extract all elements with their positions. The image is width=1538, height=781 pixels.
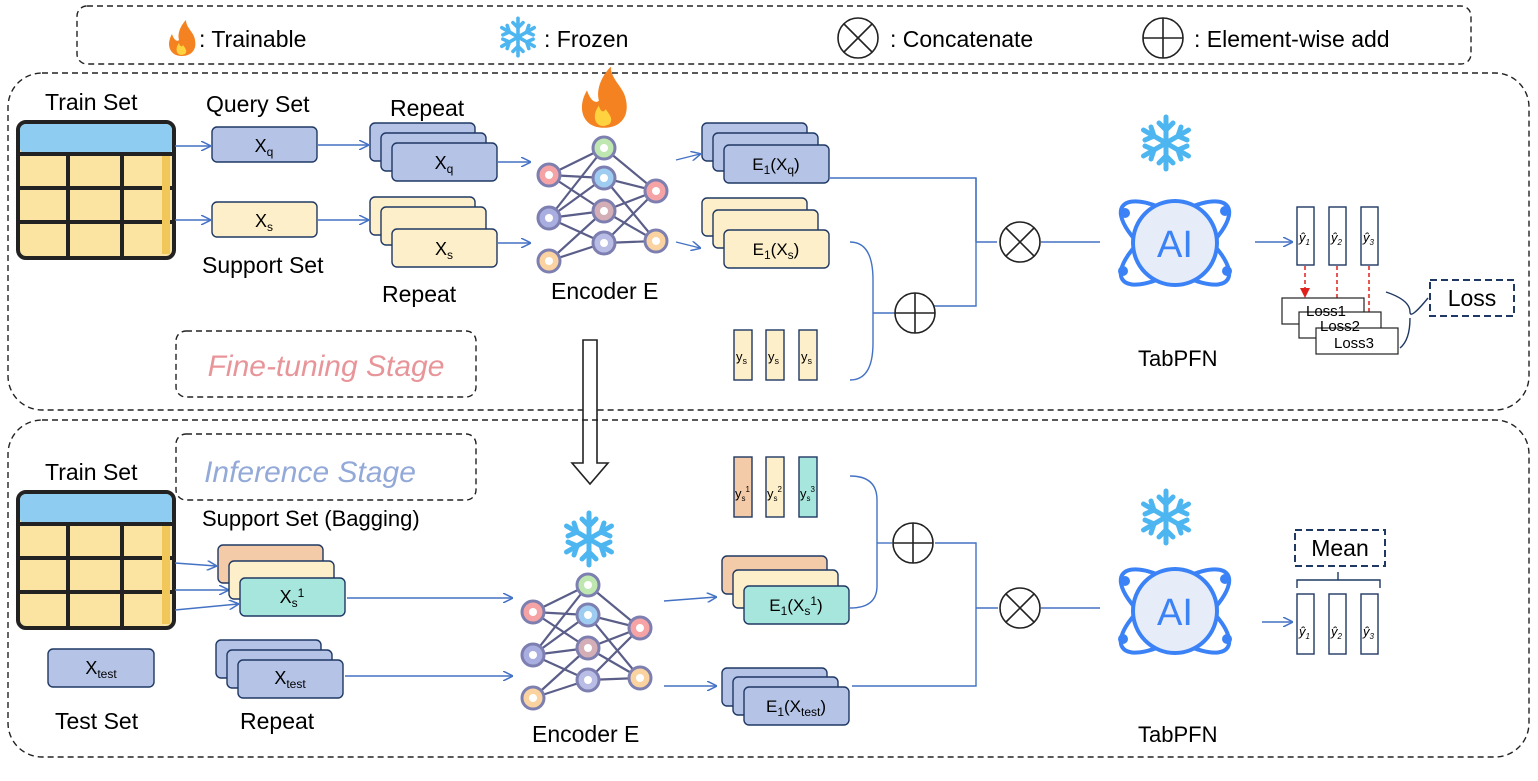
loss3-label: Loss3 (1334, 335, 1374, 352)
ys-label-2: ys (768, 349, 780, 366)
yhat-1-inference: ŷ1 (1298, 624, 1310, 641)
xq-repeat-label: Xq (435, 153, 454, 176)
finetune-model-label: TabPFN (1138, 346, 1217, 371)
finetune-encoder-label: Encoder E (551, 278, 658, 304)
loss2-label: Loss2 (1320, 318, 1360, 335)
ys-labels-finetune (733, 329, 818, 381)
e1xq-label: E1(Xq) (752, 155, 799, 177)
xs-repeat-stack (369, 196, 498, 268)
fire-icon (169, 20, 196, 56)
inference-stage-label: Inference Stage (204, 456, 416, 489)
ys-bag-3: ys3 (800, 485, 816, 503)
xq-repeat-stack (369, 122, 498, 182)
legend-element-add-label: : Element-wise add (1194, 26, 1390, 52)
e1xs1-stack (721, 555, 850, 625)
ys-bag-labels (733, 456, 818, 518)
concat-op-finetune (999, 221, 1041, 263)
loss1-label: Loss1 (1306, 303, 1346, 320)
encoder-network-icon (536, 135, 669, 274)
yhat-1-finetune: ŷ1 (1298, 230, 1310, 247)
finetune-stage-box (175, 330, 477, 398)
inference-model-label: TabPFN (1138, 722, 1217, 747)
stage-transition-arrow (570, 339, 610, 486)
ys-bag-1: ys1 (735, 485, 751, 503)
snowflake-icon (1144, 491, 1189, 543)
xtest-label: Xtest (85, 658, 117, 681)
bagging-support-stack (217, 544, 346, 617)
ai-atom-icon (1106, 184, 1244, 302)
xtest-repeat-stack (215, 639, 344, 699)
ys-label-3: ys (801, 349, 813, 366)
concatenate-icon (837, 17, 879, 59)
inference-stage-box (175, 433, 477, 501)
mean-label: Mean (1311, 535, 1369, 561)
finetune-train-set-label: Train Set (45, 89, 138, 115)
concat-op-inference (999, 587, 1041, 629)
yhat-inference (1296, 593, 1379, 655)
repeat-bottom-label: Repeat (382, 281, 457, 307)
mean-box (1294, 529, 1386, 567)
e1xs1-label: E1(Xs1) (769, 594, 822, 618)
xs-label: Xs (255, 211, 273, 234)
e1xtest-label: E1(Xtest) (766, 697, 826, 719)
test-set-label: Test Set (55, 708, 139, 734)
xtest-repeat-label: Xtest (274, 668, 306, 691)
e1xs-stack (701, 197, 830, 269)
table-icon (16, 490, 176, 630)
snowflake-icon (499, 16, 537, 58)
loss-box (1429, 279, 1515, 317)
bagging-support-label: Support Set (Bagging) (202, 506, 420, 531)
loss-label: Loss (1448, 285, 1497, 311)
xs1-label: Xs1 (280, 586, 305, 610)
snowflake-icon (567, 513, 612, 565)
table-icon (16, 120, 176, 260)
ys-bag-2: ys2 (767, 485, 783, 503)
query-set-label: Query Set (206, 91, 310, 117)
e1xtest-stack (721, 667, 850, 726)
fire-icon (581, 66, 627, 128)
e1xq-stack (701, 122, 830, 184)
yhat-finetune (1296, 206, 1379, 266)
arrow-encoder-to-e1xq (675, 154, 700, 160)
arrow-encoder-to-e1xs (675, 242, 700, 248)
inference-encoder-label: Encoder E (532, 721, 639, 747)
legend-box (76, 5, 1472, 65)
xtest-box (47, 648, 155, 688)
inference-repeat-label: Repeat (240, 708, 315, 734)
xs-repeat-label: Xs (435, 239, 453, 262)
finetune-panel (7, 72, 1530, 411)
legend-concatenate-label: : Concatenate (890, 26, 1033, 52)
element-add-icon (1142, 17, 1184, 59)
repeat-top-label: Repeat (390, 95, 465, 121)
add-op-inference (892, 522, 934, 564)
legend-frozen-label: : Frozen (544, 26, 628, 52)
inference-panel (7, 419, 1530, 758)
ai-atom-icon (1106, 552, 1244, 670)
e1xs-label: E1(Xs) (753, 240, 800, 262)
add-op-finetune (894, 292, 936, 334)
ys-label-1: ys (736, 349, 748, 366)
table-to-bag-arrows (174, 563, 238, 611)
encoder-network-icon (520, 572, 653, 711)
inference-merge-lines (849, 475, 1100, 687)
inference-train-set-label: Train Set (45, 459, 138, 485)
xq-box (211, 126, 318, 163)
mean-brace (1296, 572, 1381, 588)
finetune-stage-label: Fine-tuning Stage (208, 350, 445, 383)
snowflake-icon (1144, 117, 1189, 169)
loss-stack (1281, 297, 1399, 355)
arrow-encoder-to-e1xs1 (663, 597, 716, 601)
finetune-merge-lines (830, 177, 1100, 381)
legend-trainable-label: : Trainable (199, 26, 306, 52)
xq-label: Xq (255, 136, 274, 159)
xs-box (211, 201, 318, 238)
loss-brace (1385, 291, 1429, 349)
support-set-label: Support Set (202, 252, 324, 278)
